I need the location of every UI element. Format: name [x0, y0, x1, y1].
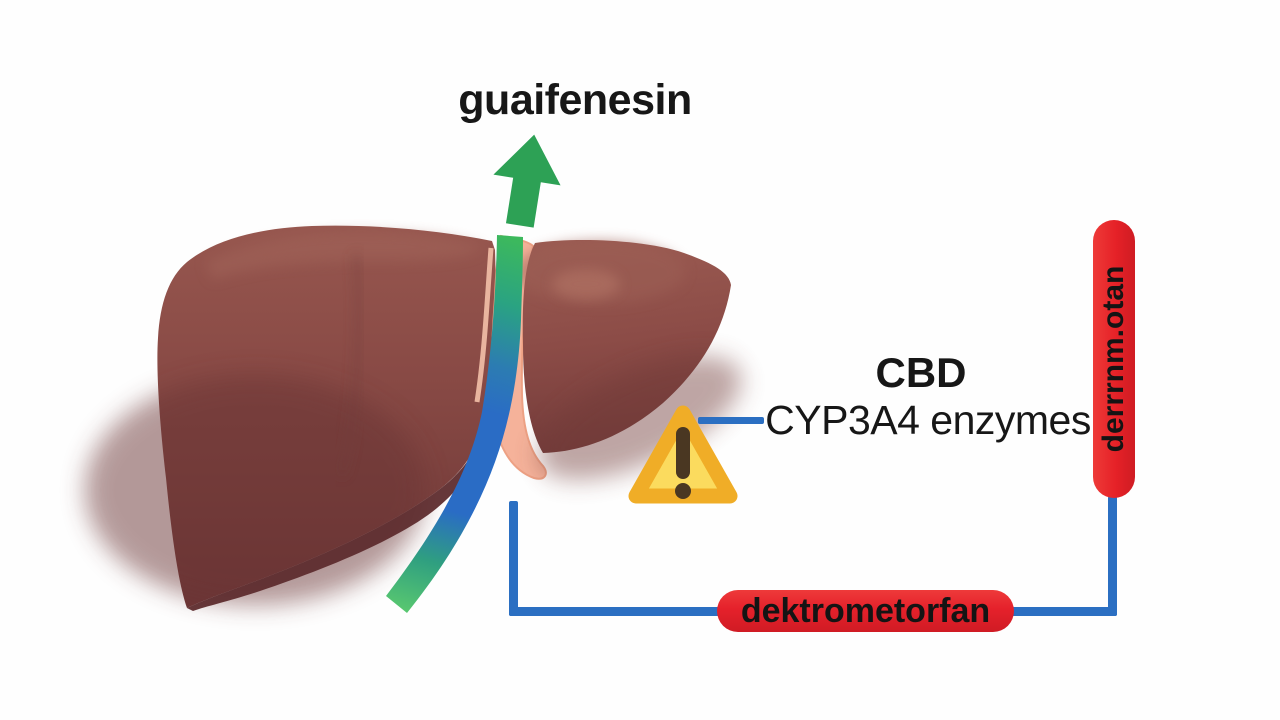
bile-duct-tube [386, 235, 523, 613]
horizontal-pill: dektrometorfan [717, 590, 1014, 632]
up-arrow-icon [493, 134, 561, 228]
warning-icon [628, 405, 738, 504]
duct-left-highlight [474, 247, 494, 403]
cyp3a4-enzymes-label: CYP3A4 enzymes [765, 397, 1091, 443]
connector-right-vertical [1108, 496, 1117, 616]
liver-right-lobe [515, 240, 742, 480]
connector-left-vertical [509, 501, 518, 616]
cbd-label: CBD [875, 349, 967, 396]
guaifenesin-label: guaifenesin [458, 76, 692, 124]
horizontal-pill-label: dektrometorfan [740, 591, 991, 630]
vertical-capsule-label: derrrnm.otan [1097, 265, 1130, 453]
connector-triangle-to-enzymes [698, 417, 764, 424]
vertical-capsule: derrrnm.otan [1093, 220, 1135, 498]
liver-left-lobe [85, 225, 496, 611]
